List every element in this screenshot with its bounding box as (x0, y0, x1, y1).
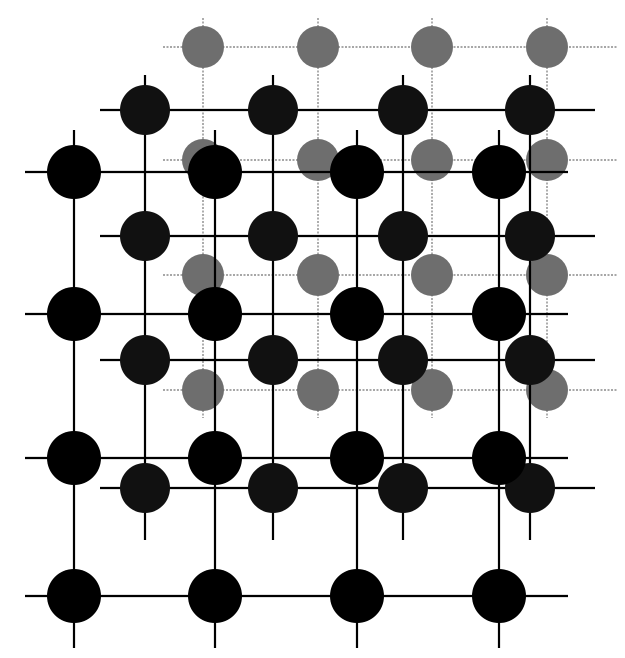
front-layer (25, 130, 568, 648)
middle-atom-r2-c4 (505, 211, 555, 261)
middle-atom-r1-c4 (505, 85, 555, 135)
front-atom-r3-c4 (472, 431, 526, 485)
middle-atom-r3-c3 (378, 335, 428, 385)
middle-atom-r1-c2 (248, 85, 298, 135)
back-atom-r1-c2 (297, 26, 339, 68)
middle-atom-r2-c1 (120, 211, 170, 261)
back-atom-r2-c3 (411, 139, 453, 181)
middle-atom-r2-c3 (378, 211, 428, 261)
back-atom-r3-c2 (297, 254, 339, 296)
back-atom-r4-c2 (297, 369, 339, 411)
middle-atom-r4-c2 (248, 463, 298, 513)
front-atom-r3-c2 (188, 431, 242, 485)
front-atom-r2-c1 (47, 287, 101, 341)
middle-atom-r2-c2 (248, 211, 298, 261)
front-atom-r1-c1 (47, 145, 101, 199)
back-atom-r1-c1 (182, 26, 224, 68)
middle-atom-r3-c4 (505, 335, 555, 385)
front-atom-r1-c2 (188, 145, 242, 199)
middle-atom-r4-c1 (120, 463, 170, 513)
front-atom-r4-c2 (188, 569, 242, 623)
middle-atom-r1-c3 (378, 85, 428, 135)
back-atom-r1-c4 (526, 26, 568, 68)
middle-atom-r1-c1 (120, 85, 170, 135)
front-atom-r3-c3 (330, 431, 384, 485)
front-atom-r2-c3 (330, 287, 384, 341)
front-atom-r2-c4 (472, 287, 526, 341)
front-atom-r1-c4 (472, 145, 526, 199)
middle-atom-r3-c1 (120, 335, 170, 385)
back-atom-r2-c2 (297, 139, 339, 181)
middle-atom-r3-c2 (248, 335, 298, 385)
back-atom-r3-c1 (182, 254, 224, 296)
front-atom-r3-c1 (47, 431, 101, 485)
middle-layer (100, 75, 595, 540)
front-atom-r4-c1 (47, 569, 101, 623)
back-atom-r3-c4 (526, 254, 568, 296)
front-atom-r2-c2 (188, 287, 242, 341)
back-atom-r4-c3 (411, 369, 453, 411)
back-atom-r1-c3 (411, 26, 453, 68)
back-atom-r3-c3 (411, 254, 453, 296)
front-atom-r4-c3 (330, 569, 384, 623)
front-atom-r4-c4 (472, 569, 526, 623)
middle-atom-r4-c3 (378, 463, 428, 513)
front-atom-r1-c3 (330, 145, 384, 199)
back-atom-r4-c1 (182, 369, 224, 411)
back-atom-r2-c4 (526, 139, 568, 181)
